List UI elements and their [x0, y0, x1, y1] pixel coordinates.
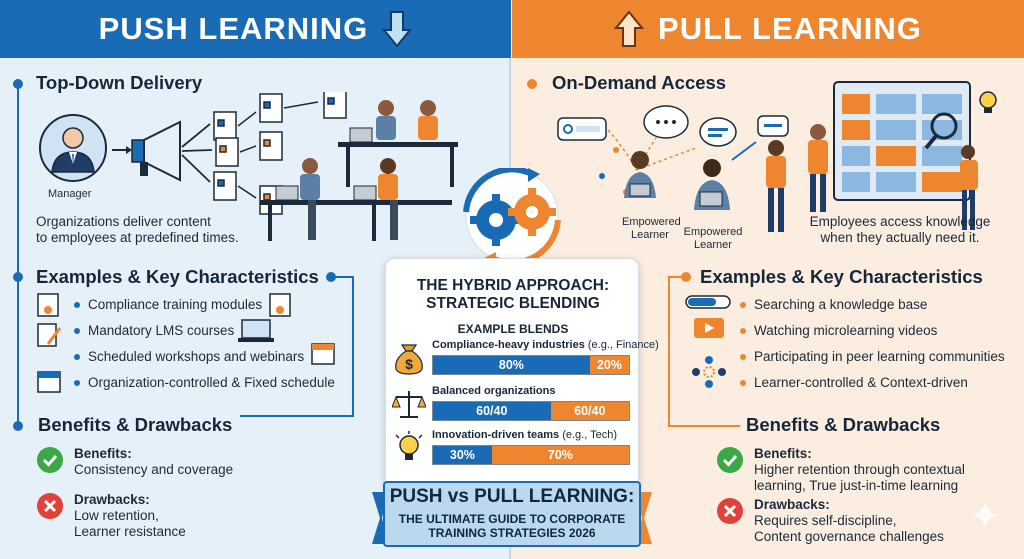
pull-access-illustration — [557, 81, 997, 232]
push-connector-line — [330, 276, 354, 278]
search-bar-icon — [685, 295, 731, 309]
pull-header-text: PULL LEARNING — [658, 11, 922, 46]
gears-icon — [463, 168, 561, 264]
push-benefits-title: Benefits & Drawbacks — [38, 414, 233, 435]
standing-learner — [960, 145, 978, 230]
push-delivery-illustration — [112, 92, 458, 241]
push-examples-list: Compliance training modules Mandatory LM… — [74, 292, 335, 396]
calendar-icon — [311, 343, 335, 365]
pull-learning-header: PULL LEARNING — [512, 0, 1024, 58]
title-banner: PUSH vs PULL LEARNING: THE ULTIMATE GUID… — [372, 480, 652, 552]
check-icon — [717, 447, 743, 473]
sparkle-icon — [972, 502, 998, 528]
chat-bubble-icon — [757, 115, 789, 137]
list-item: Learner-controlled & Context-driven — [740, 370, 1005, 396]
push-timeline-dot-1 — [13, 79, 23, 89]
blend-caption-1: Balanced organizations — [432, 385, 556, 397]
blend-bar-push-2: 30% — [433, 446, 492, 464]
lightbulb-icon — [395, 431, 423, 460]
blend-caption-0: Compliance-heavy industries (e.g., Finan… — [432, 339, 659, 351]
chat-bubble-icon — [643, 105, 689, 139]
push-examples-title: Examples & Key Characteristics — [36, 266, 319, 287]
push-example-icons — [37, 293, 62, 393]
pencil-document-icon — [37, 323, 62, 347]
ribbon-shape — [372, 481, 652, 547]
blend-bar-pull-1: 60/40 — [550, 402, 629, 420]
x-icon — [37, 493, 63, 519]
megaphone-icon — [131, 120, 181, 182]
pull-connector-dot — [681, 272, 691, 282]
pull-access-title: On-Demand Access — [552, 72, 727, 93]
standing-learner — [808, 124, 828, 212]
list-item: Participating in peer learning communiti… — [740, 344, 1005, 370]
pull-access-description: Employees access knowledge when they act… — [809, 214, 991, 245]
blend-caption-2: Innovation-driven teams (e.g., Tech) — [432, 429, 618, 441]
blend-bar-push-0: 80% — [433, 356, 590, 374]
chat-bubble-icon — [699, 117, 737, 147]
learner-with-laptop — [694, 159, 730, 210]
push-drawbacks: Drawbacks: Low retention, Learner resist… — [36, 492, 186, 540]
list-item: Scheduled workshops and webinars — [74, 344, 335, 370]
push-delivery-title: Top-Down Delivery — [36, 72, 203, 93]
knowledge-board — [833, 81, 971, 201]
blend-bar-push-1: 60/40 — [433, 402, 551, 420]
standing-learner — [766, 140, 786, 232]
push-benefits: Benefits: Consistency and coverage — [36, 446, 233, 478]
push-timeline — [17, 84, 19, 429]
orange-gear — [508, 188, 556, 236]
pull-benefits: Benefits: Higher retention through conte… — [716, 446, 965, 494]
list-item: Compliance training modules — [74, 292, 335, 318]
blend-bar-pull-2: 70% — [491, 446, 629, 464]
push-example-side-icons — [238, 293, 335, 365]
push-header-text: PUSH LEARNING — [98, 11, 369, 46]
x-icon — [717, 498, 743, 524]
arrow-up-icon — [614, 10, 645, 47]
video-play-icon — [694, 318, 724, 338]
hybrid-approach-card: THE HYBRID APPROACH: STRATEGIC BLENDING … — [385, 258, 659, 494]
pull-timeline-dot-1 — [527, 79, 537, 89]
list-item: Watching microlearning videos — [740, 318, 1005, 344]
learner-label-2: Empowered Learner — [683, 226, 743, 251]
list-item: Organization-controlled & Fixed schedule — [74, 370, 335, 396]
search-bubble-icon — [557, 117, 607, 141]
community-icon — [692, 356, 726, 388]
lightbulb-icon — [979, 91, 997, 113]
example-blends-label: EXAMPLE BLENDS — [457, 322, 569, 336]
blend-bar-0: 80% 20% — [432, 355, 630, 375]
blend-bar-1: 60/40 60/40 — [432, 401, 630, 421]
push-timeline-dot-2 — [13, 272, 23, 282]
manager-label: Manager — [48, 188, 92, 200]
certificate-icon — [37, 293, 59, 317]
push-learning-header: PUSH LEARNING — [0, 0, 511, 58]
pull-examples-list: Searching a knowledge base Watching micr… — [740, 292, 1005, 396]
balance-scale-icon — [392, 391, 426, 418]
push-timeline-dot-3 — [13, 421, 23, 431]
list-item: Searching a knowledge base — [740, 292, 1005, 318]
check-icon — [37, 447, 63, 473]
blend-bar-2: 30% 70% — [432, 445, 630, 465]
blend-bar-pull-0: 20% — [589, 356, 629, 374]
learner-label-1: Empowered Learner — [622, 216, 681, 241]
laptop-icon — [238, 319, 274, 342]
manager-illustration — [39, 114, 107, 182]
svg-text:$: $ — [405, 356, 413, 372]
push-connector-dot — [326, 272, 336, 282]
magnifier-icon — [924, 112, 958, 150]
arrow-down-icon — [382, 11, 413, 48]
hybrid-title: THE HYBRID APPROACH: STRATEGIC BLENDING — [416, 277, 610, 312]
pull-benefits-title: Benefits & Drawbacks — [746, 414, 941, 435]
certificate-icon — [269, 293, 291, 317]
money-bag-icon: $ — [395, 344, 423, 375]
list-item: Mandatory LMS courses — [74, 318, 335, 344]
office-workers — [260, 100, 458, 241]
push-delivery-description: Organizations deliver content to employe… — [36, 214, 239, 245]
banner-title: PUSH vs PULL LEARNING: — [389, 486, 635, 507]
pull-drawbacks: Drawbacks: Requires self-discipline, Con… — [716, 497, 944, 545]
banner-subtitle: THE ULTIMATE GUIDE TO CORPORATE TRAINING… — [398, 512, 626, 540]
pull-example-icons — [685, 295, 731, 388]
calendar-icon — [37, 371, 61, 393]
learner-with-laptop — [624, 151, 656, 198]
pull-examples-title: Examples & Key Characteristics — [700, 266, 983, 287]
